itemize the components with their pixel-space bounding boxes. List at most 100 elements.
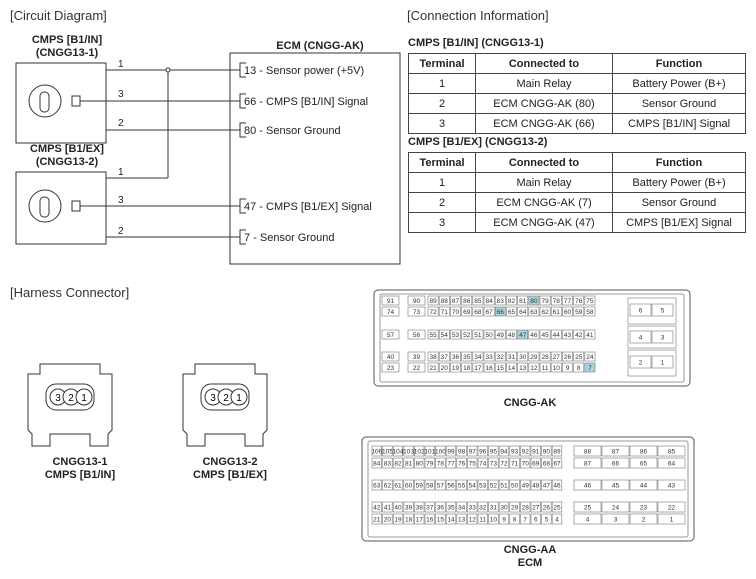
connector-pin-label: 17 [416,517,424,524]
cell-function: CMPS [B1/EX] Signal [612,212,746,233]
pin-label: 1 [236,393,242,404]
connector-pin [657,501,686,513]
connector-pin [573,329,585,340]
connector-pin-label: 34 [458,505,466,512]
connector-pin [467,479,478,491]
connector-pin [407,351,426,362]
connector-pin-label: 38 [416,505,424,512]
connector-pin-label: 89 [553,449,561,456]
connector-pin [530,479,541,491]
table2-title: CMPS [B1/EX] (CNGG13-2) [408,136,548,148]
connector-pin-label: 27 [532,505,540,512]
connector-pin-label: 68 [474,309,482,316]
connector-pin [371,445,382,457]
connector-pin [438,362,450,373]
connector-pin [371,513,382,525]
connector-pin-label: 35 [463,354,471,361]
connector-pin-label: 80 [416,461,424,468]
connector-pin [450,351,461,362]
connector-pin-label: 8 [577,365,581,372]
connector-pin-label: 41 [586,332,594,339]
connector-pin [601,501,630,513]
connector-pin-label: 87 [612,449,620,456]
connector-pin [506,351,517,362]
connector-pin [573,457,602,469]
ecm-box [229,52,401,265]
connector-pin-label: 77 [564,298,572,305]
connector2-name: CMPS [B1/EX] [193,469,267,481]
connector-cngg13-2: 3 2 1 [182,363,268,447]
connector-pin-label: 71 [441,309,449,316]
connector-pin [488,457,499,469]
table-row: 2 ECM CNGG-AK (7) Sensor Ground [408,192,746,213]
connector-pin [601,445,630,457]
connector-pin [629,501,658,513]
connector-pin-label: 16 [426,517,434,524]
connector-pin [550,351,562,362]
connector-pin [381,295,400,306]
connector-pin-label: 88 [441,298,449,305]
cell-connected-to: ECM CNGG-AK (80) [475,93,613,114]
connector-pin-label: 47 [543,483,551,490]
connector-pin-label: 32 [479,505,487,512]
connector-pin [573,295,585,306]
connector-pin-label: 63 [530,309,538,316]
sensor1-element [39,91,50,113]
connector-pin [573,351,585,362]
table-row: 1 Main Relay Battery Power (B+) [408,172,746,193]
connector-pin-label: 46 [584,483,592,490]
connector-pin-label: 40 [394,505,402,512]
connector-pin-label: 37 [441,354,449,361]
connector-pin-label: 23 [387,365,395,372]
connector-pin-label: 39 [405,505,413,512]
connector-pin-label: 81 [519,298,527,305]
connector-pin-label: 13 [519,365,527,372]
wire-pin-label: 3 [118,195,124,206]
connector-pin [657,479,686,491]
connector-pin-label: 79 [541,298,549,305]
sensor1-symbol [28,84,62,118]
connector-pin [407,362,426,373]
connector-pin [424,445,435,457]
table1-title: CMPS [B1/IN] (CNGG13-1) [408,37,544,49]
connector-pin [520,457,531,469]
connector-cngg13-1: 3 2 1 [27,363,113,447]
connector-pin [488,501,499,513]
sensor2-connector: (CNGG13-2) [35,156,99,168]
connector-pin [403,479,414,491]
sensor2-element [39,196,50,218]
connector-pin [445,501,457,513]
connector-pin [483,362,495,373]
ecm-pin-47: 47 - CMPS [B1/EX] Signal [244,201,372,213]
connector-pin-label: 1 [670,517,674,524]
connector-pin-label: 46 [553,483,561,490]
connector-pin-label: 13 [458,517,466,524]
connector-pin-label: 91 [387,298,395,305]
connector-pin [467,513,478,525]
connector-pin [629,513,658,525]
connector-pin [506,306,517,317]
connector-pin-label: 21 [429,365,437,372]
connector-pin [551,445,563,457]
connector-pin [498,479,510,491]
wire-pin-label: 2 [118,118,124,129]
connector-pin [539,351,551,362]
sensor1-connector: (CNGG13-1) [35,47,99,59]
connector-pin-label: 73 [413,309,421,316]
connector-pin-label: 86 [640,449,648,456]
connector-pin-label: 30 [519,354,527,361]
ecm-pin-80: 80 - Sensor Ground [244,125,341,137]
connector-pin-label: 72 [500,461,508,468]
connector-pin [509,457,520,469]
connector-pin [494,295,506,306]
connector-pin [584,295,596,306]
connector-pin [477,445,488,457]
connector-pin-label: 3 [661,335,665,342]
connector-pin-label: 28 [522,505,530,512]
connector-pin [550,329,562,340]
connector-pin [403,513,414,525]
connector-pin-label: 65 [508,309,516,316]
connector-pin [528,362,540,373]
cell-terminal: 2 [408,93,476,114]
connector-pin-label: 103 [403,449,414,456]
